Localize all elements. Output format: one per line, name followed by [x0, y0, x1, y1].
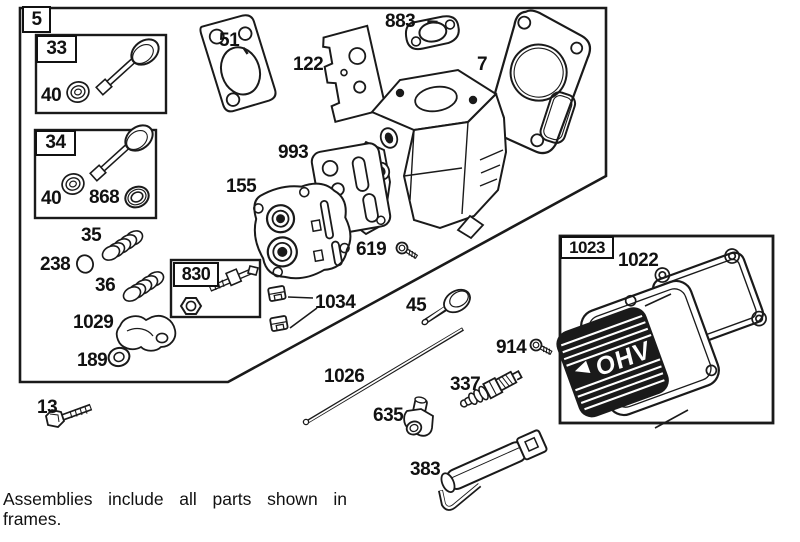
- part-label-993: 993: [278, 142, 309, 163]
- part-label-383: 383: [410, 459, 441, 480]
- part-label-1034: 1034: [315, 292, 356, 313]
- rocker-arm-1029-drawing: [115, 315, 177, 352]
- frame-830-border: [169, 258, 262, 319]
- part-label-1026: 1026: [324, 366, 365, 387]
- part-label-40-intake: 40: [41, 85, 62, 106]
- washer-868-drawing: [124, 185, 150, 209]
- screw-914-drawing: [529, 338, 553, 356]
- intake-valve-drawing: [95, 38, 160, 96]
- part-label-40-exhaust: 40: [41, 188, 62, 209]
- spark-plug-boot-635-drawing: [403, 396, 434, 437]
- leader-1034b: [289, 307, 318, 329]
- part-label-914: 914: [496, 337, 527, 358]
- part-label-155: 155: [226, 176, 257, 197]
- assemblies-note: Assemblies include all parts shown in fr…: [3, 489, 347, 529]
- valve-spring-35-drawing: [101, 230, 144, 261]
- assemblies-note-line2: frames.: [3, 509, 62, 529]
- exhaust-valve-drawing: [89, 124, 154, 182]
- part-label-619: 619: [356, 239, 387, 260]
- clip-1034b-drawing: [269, 315, 289, 332]
- valve-cover-drawing: OHV: [556, 279, 720, 429]
- bolt-13-drawing: [45, 403, 93, 428]
- part-label-1029: 1029: [73, 312, 114, 333]
- part-label-337: 337: [450, 374, 481, 395]
- frame-33-border: [34, 33, 168, 115]
- part-label-122: 122: [293, 54, 324, 75]
- nut-830-drawing: [179, 297, 203, 315]
- part-label-36: 36: [95, 275, 116, 296]
- valve-seal-40b-drawing: [61, 173, 85, 195]
- part-label-635: 635: [373, 405, 404, 426]
- part-label-1022: 1022: [618, 250, 659, 271]
- frame-label-1023: 1023: [560, 236, 614, 259]
- clip-1034a-drawing: [267, 285, 287, 302]
- frame-label-5: 5: [22, 6, 51, 33]
- tappet-45-drawing: [421, 288, 471, 326]
- part-label-35: 35: [81, 225, 102, 246]
- frame-label-34: 34: [35, 130, 76, 156]
- part-label-13: 13: [37, 397, 58, 418]
- part-label-868: 868: [89, 187, 120, 208]
- frame-label-830: 830: [173, 262, 219, 287]
- spring-cap-238-drawing: [76, 254, 94, 274]
- part-label-51: 51: [219, 30, 240, 51]
- part-label-45: 45: [406, 295, 427, 316]
- valve-spring-36-drawing: [122, 271, 165, 302]
- assemblies-note-line1: Assemblies include all parts shown in: [3, 489, 347, 509]
- leader-1034a: [287, 296, 314, 299]
- part-label-7: 7: [477, 54, 488, 75]
- gasket-883-drawing: [404, 15, 460, 51]
- head-gasket-7-drawing: [487, 9, 592, 155]
- plug-wrench-383-drawing: [438, 429, 548, 511]
- bushing-189-drawing: [107, 346, 131, 368]
- frame-34-border: [33, 128, 158, 220]
- gasket-51-drawing: [199, 14, 277, 113]
- plate-155-drawing: [253, 182, 352, 280]
- frame-1023-border: [558, 234, 775, 425]
- frame-label-33: 33: [36, 35, 77, 63]
- part-label-238: 238: [40, 254, 71, 275]
- screw-619-drawing: [395, 241, 419, 260]
- part-label-883: 883: [385, 11, 416, 32]
- push-rod-1026-drawing: [302, 327, 464, 426]
- valve-seal-40a-drawing: [66, 81, 90, 103]
- part-label-189: 189: [77, 350, 108, 371]
- frame-5-border: [18, 6, 608, 384]
- spark-plug-337-drawing: [459, 369, 523, 408]
